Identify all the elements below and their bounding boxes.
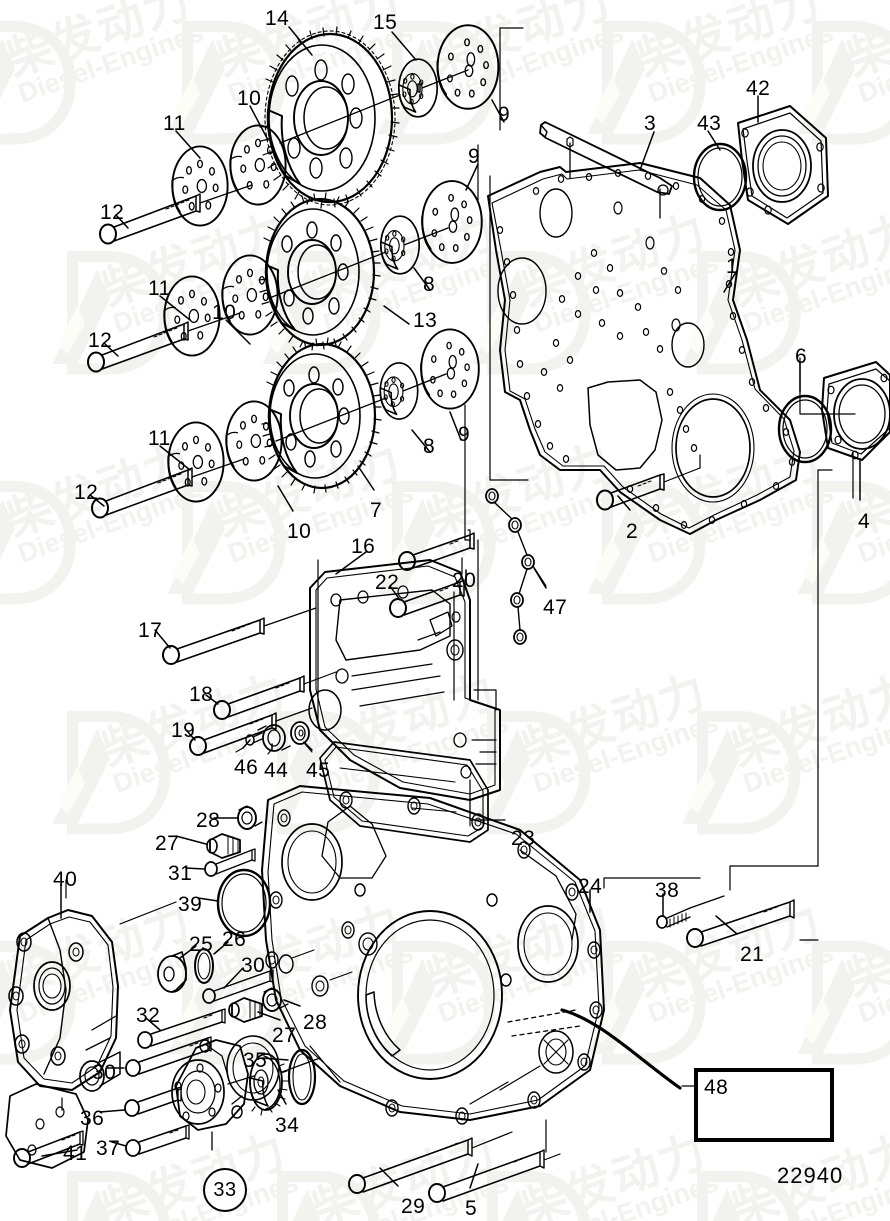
- drawing-number: 22940: [777, 1163, 844, 1188]
- callout-10-spacer-plate: 10: [287, 520, 312, 543]
- callout-12-screw: 12: [74, 481, 99, 504]
- callout-31-screw: 31: [168, 862, 193, 885]
- callout-9-cover-plate: 9: [498, 103, 511, 126]
- callout-27-plug: 27: [272, 1024, 297, 1047]
- callout-3-rail: 3: [644, 112, 657, 135]
- callout-15-hub: 15: [373, 11, 398, 34]
- callout-36-screw: 36: [80, 1107, 105, 1130]
- callout-18-screw: 18: [189, 683, 214, 706]
- callout-20-screw: 20: [452, 569, 477, 592]
- callout-23-gasket: 23: [511, 827, 536, 850]
- callout-46-screw: 46: [234, 756, 259, 779]
- callout-11-spacer-plate: 11: [148, 277, 171, 300]
- callout-26-o-ring: 26: [222, 928, 247, 951]
- callout-19-screw: 19: [171, 719, 196, 742]
- callout-11-spacer-plate: 11: [148, 427, 171, 450]
- callout-33-coolant-pump: 33: [203, 1168, 247, 1212]
- callout-41-screw: 41: [63, 1142, 88, 1165]
- callout-1-timing-gear-plate: 1: [726, 255, 739, 278]
- callout-22-screw: 22: [375, 571, 400, 594]
- callout-9-cover-plate: 9: [458, 423, 471, 446]
- inset-label-48: 48: [704, 1076, 729, 1099]
- callout-27-plug: 27: [155, 832, 180, 855]
- callout-45-seal: 45: [306, 759, 331, 782]
- callout-10-spacer-plate: 10: [237, 87, 262, 110]
- callout-30-screw: 30: [92, 1061, 117, 1084]
- callout-21-screw: 21: [740, 943, 765, 966]
- callout-24-flywheel-housing: 24: [578, 875, 603, 898]
- callout-42-seal-housing: 42: [746, 77, 771, 100]
- callout-35-o-ring: 35: [243, 1049, 268, 1072]
- callout-47-o-ring-chain: 47: [543, 596, 568, 619]
- callout-11-spacer-plate: 11: [163, 112, 186, 135]
- callout-2-screw: 2: [626, 520, 639, 543]
- callout-37-screw: 37: [96, 1137, 121, 1160]
- callout-25-plug: 25: [189, 933, 214, 956]
- callout-29-screw: 29: [401, 1195, 426, 1218]
- callout-12-screw: 12: [88, 329, 113, 352]
- callout-43-o-ring: 43: [697, 112, 722, 135]
- callout-8-hub: 8: [423, 273, 436, 296]
- callout-16-flywheel-housing-upper: 16: [351, 535, 376, 558]
- callout-39-o-ring: 39: [178, 893, 203, 916]
- callout-28-seal-ring: 28: [303, 1011, 328, 1034]
- callout-38-stud: 38: [655, 879, 680, 902]
- callout-4-seal-housing: 4: [858, 510, 871, 533]
- callout-17-screw: 17: [138, 619, 163, 642]
- callout-13-idler-gear: 13: [413, 309, 438, 332]
- callout-12-screw: 12: [100, 201, 125, 224]
- callout-9-cover-plate: 9: [468, 145, 481, 168]
- callout-8-hub: 8: [423, 435, 436, 458]
- callout-10-spacer-plate: 10: [212, 301, 237, 324]
- callout-14-camshaft-gear: 14: [265, 7, 290, 30]
- inset-box-48: [694, 1068, 834, 1142]
- callout-28-seal-ring: 28: [196, 809, 221, 832]
- callout-5-screw: 5: [465, 1197, 478, 1220]
- callout-7-crank-gear: 7: [370, 499, 383, 522]
- callout-40-bracket: 40: [53, 868, 78, 891]
- callout-32-screw: 32: [136, 1004, 161, 1027]
- callout-34-pump-gear: 34: [275, 1114, 300, 1137]
- callout-6-o-ring: 6: [795, 345, 808, 368]
- callout-30-screw: 30: [241, 954, 266, 977]
- callout-44-flange: 44: [264, 759, 289, 782]
